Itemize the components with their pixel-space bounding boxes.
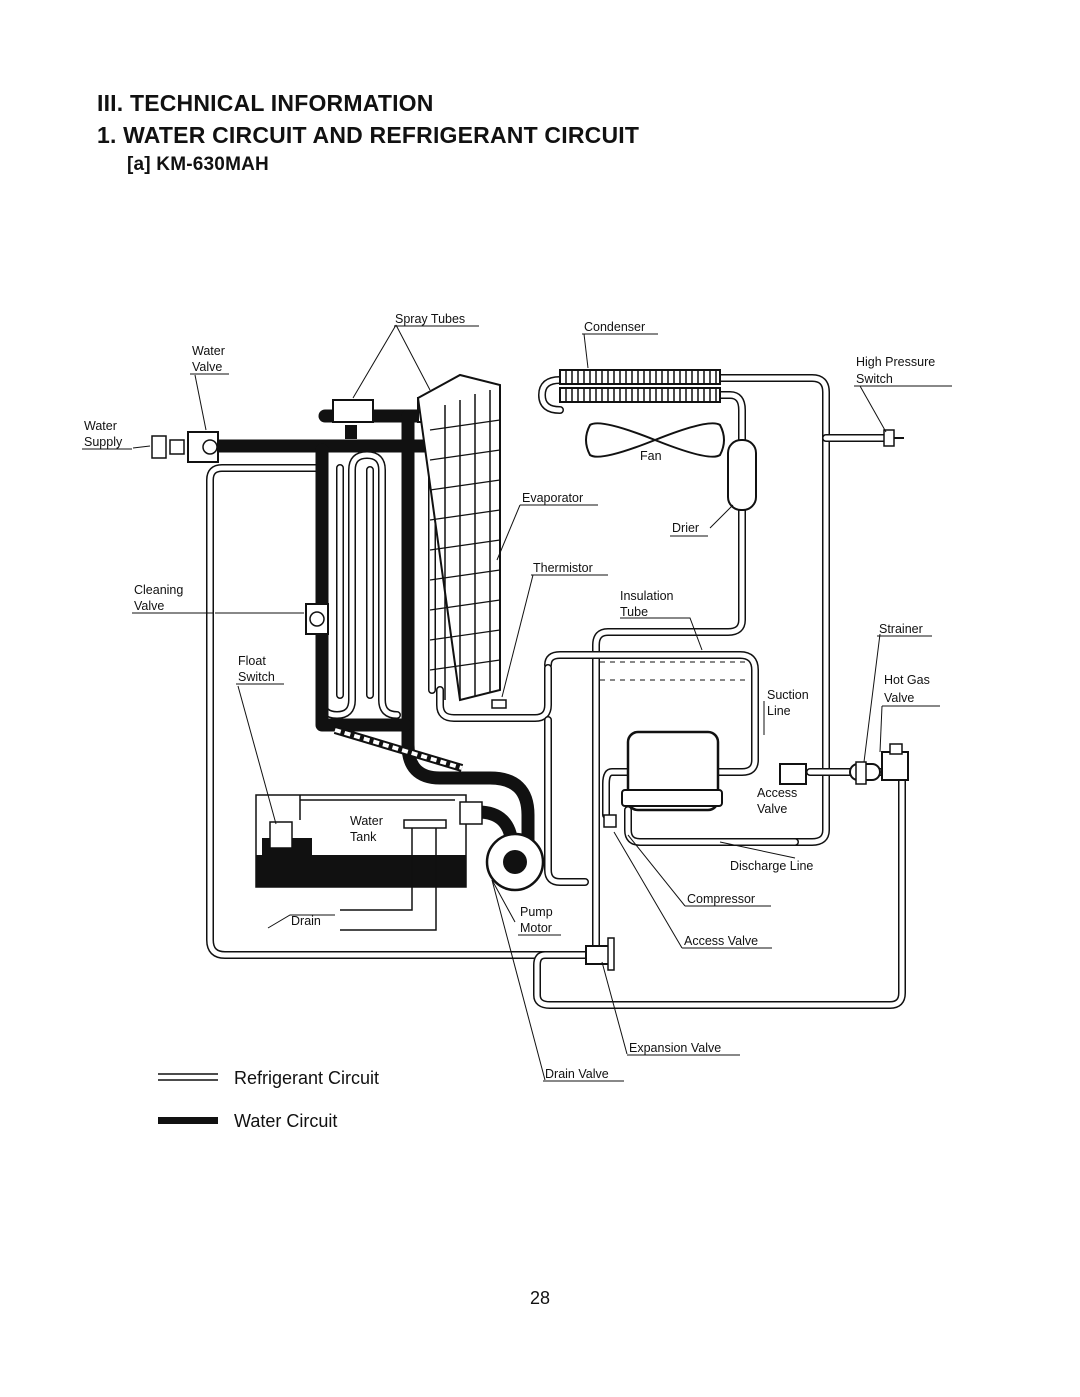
model-title: [a] KM-630MAH — [127, 154, 269, 175]
label-thermistor: Thermistor — [533, 561, 593, 575]
strainer — [855, 761, 867, 785]
label-float-switch-2: Switch — [238, 670, 275, 684]
label-water-tank-2: Tank — [350, 830, 377, 844]
subsection-title: 1. WATER CIRCUIT AND REFRIGERANT CIRCUIT — [97, 122, 640, 148]
insulation-tube — [600, 661, 745, 681]
label-water-valve-1: Water — [192, 344, 225, 358]
label-drier: Drier — [672, 521, 699, 535]
section-title: III. TECHNICAL INFORMATION — [97, 90, 434, 116]
label-water-supply-2: Supply — [84, 435, 123, 449]
compressor — [603, 730, 723, 828]
legend-refrigerant: Refrigerant Circuit — [158, 1068, 379, 1088]
high-pressure-switch — [883, 429, 904, 447]
label-water-valve-2: Valve — [192, 360, 222, 374]
label-hot-gas-2: Valve — [884, 691, 914, 705]
fan — [585, 422, 725, 458]
label-pump-motor-2: Motor — [520, 921, 552, 935]
label-spray-tubes: Spray Tubes — [395, 312, 465, 326]
label-expansion-valve: Expansion Valve — [629, 1041, 721, 1055]
refrigerant-piping — [206, 374, 906, 1009]
label-fan: Fan — [640, 449, 662, 463]
water-tank — [255, 726, 467, 931]
label-pump-motor-1: Pump — [520, 905, 553, 919]
thermistor — [491, 699, 507, 709]
label-high-pressure-2: Switch — [856, 372, 893, 386]
legend: Refrigerant Circuit Water Circuit — [158, 1068, 379, 1131]
label-compressor: Compressor — [687, 892, 755, 906]
label-insulation-tube-2: Tube — [620, 605, 648, 619]
labels: Spray Tubes Condenser Water Valve High P… — [82, 312, 952, 1082]
label-water-supply-1: Water — [84, 419, 117, 433]
label-cleaning-valve-1: Cleaning — [134, 583, 183, 597]
label-float-switch-1: Float — [238, 654, 266, 668]
label-insulation-tube-1: Insulation — [620, 589, 674, 603]
water-valve — [151, 431, 219, 463]
label-suction-line-1: Suction — [767, 688, 809, 702]
label-drain: Drain — [291, 914, 321, 928]
leader-lines — [132, 324, 887, 1081]
page-number: 28 — [529, 1288, 551, 1308]
label-discharge-line: Discharge Line — [730, 859, 813, 873]
legend-refrigerant-label: Refrigerant Circuit — [234, 1068, 379, 1088]
label-cleaning-valve-2: Valve — [134, 599, 164, 613]
label-access-valve-1: Access — [757, 786, 797, 800]
label-water-tank-1: Water — [350, 814, 383, 828]
legend-water: Water Circuit — [158, 1111, 337, 1131]
evaporator — [416, 373, 501, 702]
condenser — [559, 369, 721, 403]
drier — [727, 439, 757, 511]
label-strainer: Strainer — [879, 622, 923, 636]
label-access-valve-lower: Access Valve — [684, 934, 758, 948]
label-access-valve-2: Valve — [757, 802, 787, 816]
pump-motor — [459, 801, 545, 892]
label-suction-line-2: Line — [767, 704, 791, 718]
label-drain-valve: Drain Valve — [545, 1067, 609, 1081]
label-evaporator: Evaporator — [522, 491, 583, 505]
expansion-valve — [585, 937, 615, 971]
label-condenser: Condenser — [584, 320, 645, 334]
label-hot-gas-1: Hot Gas — [884, 673, 930, 687]
cleaning-valve — [305, 603, 329, 635]
legend-water-label: Water Circuit — [234, 1111, 337, 1131]
label-high-pressure-1: High Pressure — [856, 355, 935, 369]
access-valve — [779, 763, 807, 785]
